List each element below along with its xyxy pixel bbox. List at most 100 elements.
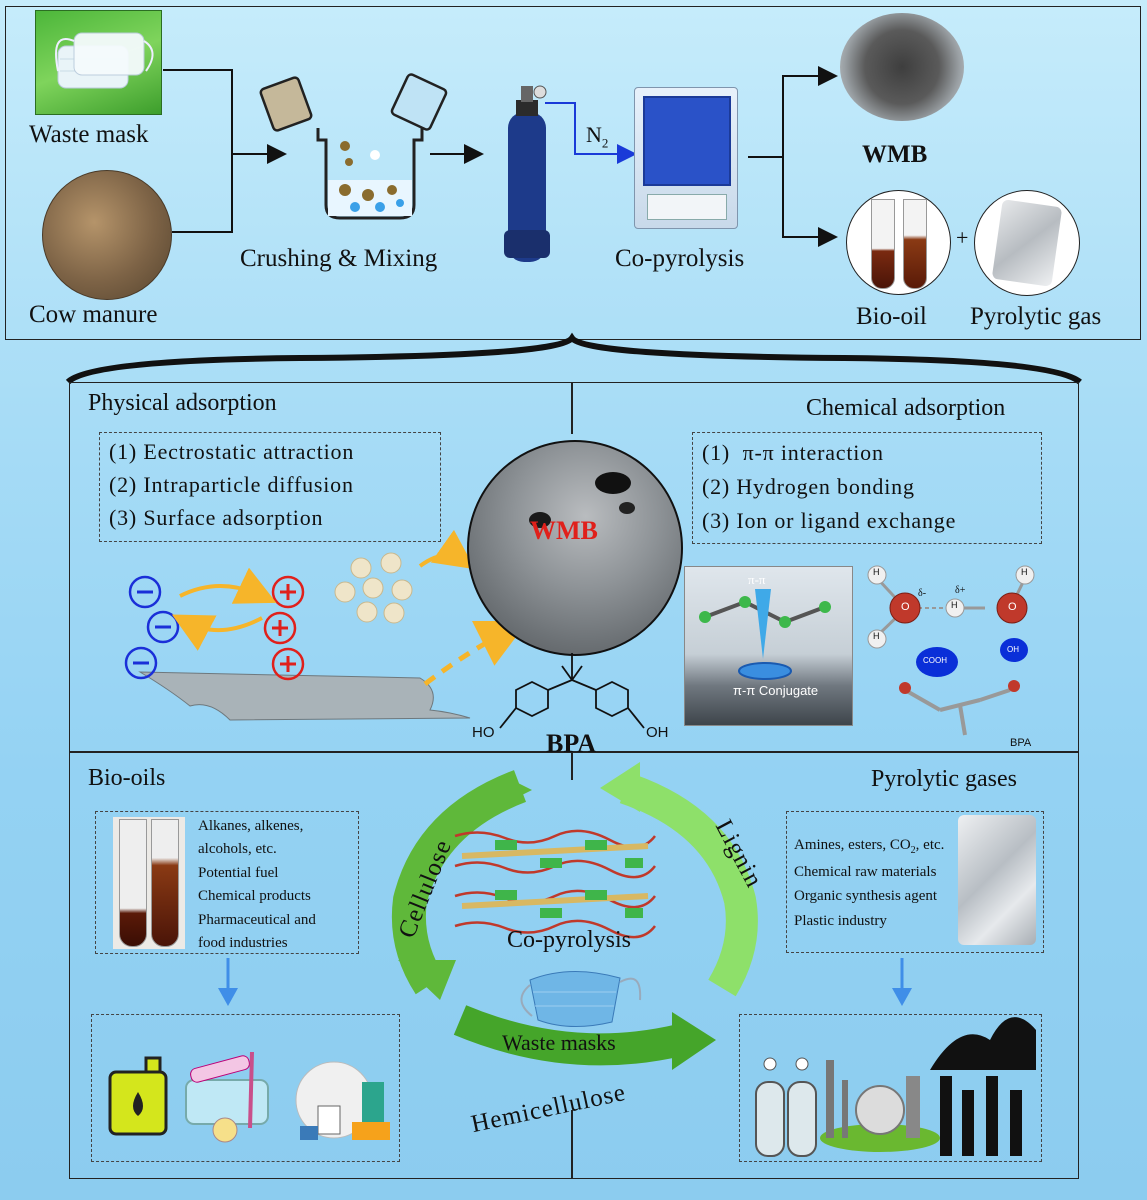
- gases-item-1-suffix: , etc.: [915, 837, 945, 853]
- horizontal-divider: [69, 751, 1079, 753]
- bottom-tube-1: [119, 819, 147, 947]
- physical-item-2: (2) Intraparticle diffusion: [109, 472, 354, 497]
- sem-pore-2: [529, 512, 551, 528]
- cycle-co-pyrolysis-label: Co-pyrolysis: [507, 927, 632, 953]
- waste-mask-label: Waste mask: [29, 121, 149, 148]
- delta-plus-label: δ+: [955, 585, 966, 596]
- furnace-door: [643, 96, 731, 186]
- vertical-divider-top: [571, 382, 573, 434]
- chemical-item-1: (1) π-π interaction: [702, 440, 884, 465]
- sem-pore-1: [595, 472, 631, 494]
- bpa-small-label: BPA: [1010, 737, 1032, 749]
- physical-item-3: (3) Surface adsorption: [109, 505, 324, 530]
- pharmacy-icon: [295, 1061, 390, 1140]
- electrostatic-diagram: [124, 529, 528, 721]
- waste-masks-label: Waste masks: [502, 1030, 616, 1055]
- pi-pi-molecule: [699, 589, 831, 680]
- pi-pi-conjugate-label: π-π Conjugate: [733, 683, 819, 698]
- chemical-plant-icon: [820, 1060, 940, 1152]
- bio-oil-applications-box: [91, 1014, 400, 1162]
- h-atom-4: H: [1021, 567, 1028, 577]
- mechanism-panel: [69, 382, 1079, 1179]
- bio-oils-item-2: alcohols, etc.: [198, 841, 277, 857]
- n2-text: N: [586, 122, 602, 147]
- o-atom-2: O: [1008, 601, 1017, 613]
- lab-glassware-icon: [185, 1051, 269, 1143]
- h-atom-1: H: [873, 567, 880, 577]
- pyrolytic-gas-photo: [974, 190, 1080, 296]
- n2-subscript: 2: [601, 135, 609, 151]
- vertical-divider-mid: [571, 752, 573, 780]
- plus-sign: +: [956, 225, 969, 250]
- pi-pi-image: [684, 566, 853, 726]
- h-atom-2: H: [873, 631, 880, 641]
- bio-oils-item-4: Chemical products: [198, 888, 311, 904]
- fuel-can-icon: [108, 1056, 168, 1136]
- bio-oil-photo: [846, 190, 951, 295]
- bio-oil-label: Bio-oil: [856, 303, 927, 330]
- chemical-adsorption-box: [692, 432, 1042, 544]
- gases-item-1: Amines, esters, CO2, etc.: [794, 834, 944, 863]
- smokestacks-icon: [930, 1017, 1036, 1156]
- crushing-mixing-label: Crushing & Mixing: [240, 245, 438, 272]
- bpa-oh-label: OH: [646, 724, 669, 741]
- bpa-label: BPA: [546, 729, 597, 758]
- chemical-item-2: (2) Hydrogen bonding: [702, 474, 915, 499]
- oh-label: OH: [1007, 645, 1019, 654]
- tube-2: [903, 199, 927, 289]
- gases-item-3: Organic synthesis agent: [794, 888, 938, 904]
- sem-pore-3: [619, 502, 635, 514]
- wmb-sem-label: WMB: [530, 516, 598, 545]
- physical-adsorption-box: [99, 432, 441, 542]
- gas-bag-photo: [958, 815, 1036, 945]
- bio-oils-item-6: food industries: [198, 935, 288, 951]
- h-atom-3: H: [951, 600, 958, 610]
- gas-applications-box: [739, 1014, 1042, 1162]
- wmb-photo: [840, 13, 964, 121]
- bio-oils-box: [95, 811, 359, 954]
- cooh-label: COOH: [923, 656, 947, 665]
- furnace-panel: [647, 194, 727, 220]
- wmb-sem-image: [467, 440, 683, 656]
- cow-manure-photo: [42, 170, 172, 300]
- n2-label: N2: [586, 122, 608, 151]
- mask-icon: [55, 32, 154, 89]
- gases-item-1-prefix: Amines, esters, CO: [794, 837, 911, 853]
- o-atom-1: O: [901, 601, 910, 613]
- delta-minus-label: δ-: [918, 588, 927, 599]
- gases-item-2: Chemical raw materials: [794, 864, 937, 880]
- bio-oils-item-1: Alkanes, alkenes,: [198, 818, 304, 834]
- bio-oils-item-5: Pharmaceutical and: [198, 912, 316, 928]
- beaker-icon: [259, 73, 448, 220]
- bio-oils-title: Bio-oils: [88, 765, 166, 791]
- bio-oil-tubes-photo: [113, 817, 185, 949]
- pi-pi-label: π-π: [748, 572, 766, 587]
- pyrolytic-gas-label: Pyrolytic gas: [970, 303, 1102, 330]
- physical-adsorption-title: Physical adsorption: [88, 390, 277, 416]
- bpa-ho-label: HO: [472, 724, 495, 741]
- pyrolytic-gases-title: Pyrolytic gases: [871, 766, 1017, 792]
- furnace-icon: [634, 87, 738, 229]
- waste-mask-photo: [35, 10, 162, 115]
- co-pyrolysis-label: Co-pyrolysis: [615, 245, 745, 272]
- bio-oils-item-3: Potential fuel: [198, 865, 279, 881]
- chemical-item-3: (3) Ion or ligand exchange: [702, 508, 957, 533]
- process-connectors: [163, 66, 838, 247]
- hydrogen-bond-diagram: [867, 565, 1035, 736]
- vertical-divider-bottom: [571, 1110, 573, 1179]
- wmb-label: WMB: [862, 141, 928, 168]
- bpa-structure: [499, 653, 645, 729]
- gas-cylinders-icon: [755, 1057, 817, 1157]
- brace: [65, 332, 1082, 385]
- chemical-adsorption-title: Chemical adsorption: [806, 395, 1006, 421]
- bottom-tube-2: [151, 819, 179, 947]
- gases-item-1-sub: 2: [910, 845, 916, 856]
- gases-item-4: Plastic industry: [794, 913, 887, 929]
- gas-cylinder-icon: [504, 85, 550, 262]
